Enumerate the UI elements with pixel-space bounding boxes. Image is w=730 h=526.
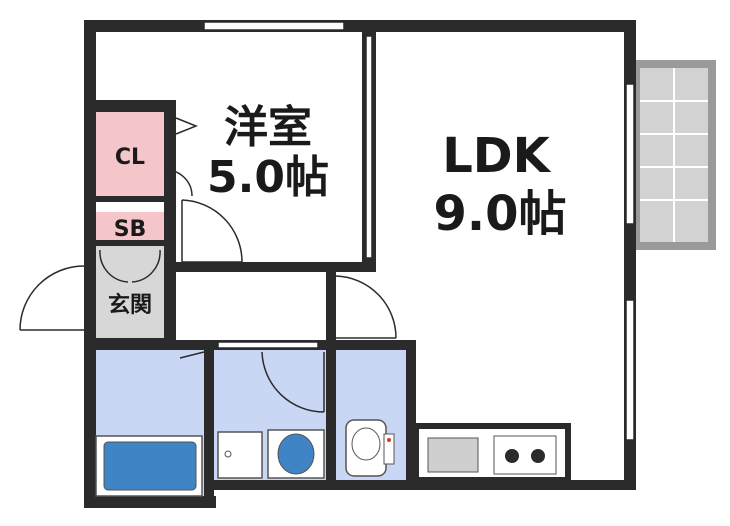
stove-icon <box>493 435 557 475</box>
windows <box>203 21 635 441</box>
shoe-box-label: SB <box>114 217 147 242</box>
ldk-name: LDK <box>442 128 551 184</box>
sink-icon <box>427 437 479 473</box>
closet-label: CL <box>115 145 145 170</box>
doors <box>19 117 397 413</box>
entrance-label: 玄関 <box>108 292 152 318</box>
toilet-icon <box>345 419 395 477</box>
western-room-name: 洋室 <box>224 102 312 153</box>
balcony <box>632 60 716 250</box>
kitchen-counter <box>413 423 571 483</box>
shoe-box-area <box>96 212 164 240</box>
ldk-size: 9.0帖 <box>433 186 566 242</box>
closet-area <box>96 112 164 196</box>
entrance-area <box>96 246 164 338</box>
western-room-size: 5.0帖 <box>207 152 329 203</box>
washbasin-icon <box>217 429 325 479</box>
bathtub-icon <box>95 435 203 497</box>
